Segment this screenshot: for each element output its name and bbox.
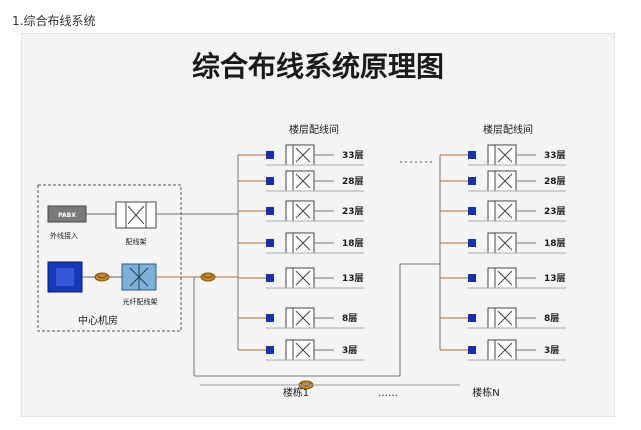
- floor-row: 18层: [440, 232, 566, 254]
- patch-panel-label: 配线架: [126, 237, 147, 246]
- switch-icon: [266, 274, 274, 282]
- switch-icon: [468, 274, 476, 282]
- floor-label: 3层: [544, 345, 559, 356]
- server-icon: [47, 261, 83, 293]
- floor-label: 18层: [342, 238, 364, 249]
- floor-row: 13层: [440, 267, 566, 289]
- floor-row: 23层: [440, 200, 566, 222]
- main-patch-panel: [115, 201, 157, 229]
- building-n-label: 楼栋N: [472, 386, 499, 399]
- building-1-label: 楼栋1: [283, 386, 309, 399]
- floor-row: 13层: [238, 267, 364, 289]
- section-heading: 1.综合布线系统: [12, 14, 96, 28]
- floor-row: 33层: [440, 144, 566, 166]
- center-room-label: 中心机房: [78, 314, 118, 327]
- diagram-title: 综合布线系统原理图: [192, 50, 444, 83]
- floor-distribution-label: 楼层配线间: [483, 123, 533, 136]
- floor-row: 28层: [238, 170, 364, 192]
- floor-row: 23层: [238, 200, 364, 222]
- floor-row: 3层: [440, 339, 566, 361]
- floor-label: 33层: [544, 150, 566, 161]
- server-screen: [56, 268, 74, 286]
- outside-line-label: 外线接入: [50, 231, 78, 240]
- floor-label: 23层: [342, 206, 364, 217]
- floor-row: 33层: [238, 144, 364, 166]
- switch-icon: [468, 207, 476, 215]
- floor-row: 8层: [238, 307, 364, 329]
- floor-distribution-label: 楼层配线间: [289, 123, 339, 136]
- floor-label: 18层: [544, 238, 566, 249]
- fiber-patch-panel: [121, 263, 157, 291]
- switch-icon: [468, 151, 476, 159]
- floor-row: 3层: [238, 339, 364, 361]
- floor-label: 8层: [544, 313, 559, 324]
- floor-row: 18层: [238, 232, 364, 254]
- floor-row: 8层: [440, 307, 566, 329]
- center-room-box: [37, 184, 182, 332]
- switch-icon: [266, 346, 274, 354]
- switch-icon: [266, 314, 274, 322]
- floor-label: 28层: [544, 176, 566, 187]
- switch-icon: [468, 239, 476, 247]
- switch-icon: [266, 239, 274, 247]
- floor-label: 8层: [342, 313, 357, 324]
- switch-icon: [266, 207, 274, 215]
- ellipsis-label: ……: [378, 388, 398, 399]
- floor-label: 13层: [342, 273, 364, 284]
- fiber-coil-icon: [94, 272, 110, 282]
- floor-label: 13层: [544, 273, 566, 284]
- switch-icon: [266, 151, 274, 159]
- floor-label: 3层: [342, 345, 357, 356]
- floor-label: 23层: [544, 206, 566, 217]
- floor-label: 33层: [342, 150, 364, 161]
- switch-icon: [468, 177, 476, 185]
- pabx-label: PABX: [58, 212, 76, 219]
- switch-icon: [468, 314, 476, 322]
- floor-label: 28层: [342, 176, 364, 187]
- fiber-panel-label: 光纤配线架: [123, 297, 158, 306]
- switch-icon: [266, 177, 274, 185]
- switch-icon: [468, 346, 476, 354]
- fiber-coil-icon: [200, 272, 216, 282]
- floor-row: 28层: [440, 170, 566, 192]
